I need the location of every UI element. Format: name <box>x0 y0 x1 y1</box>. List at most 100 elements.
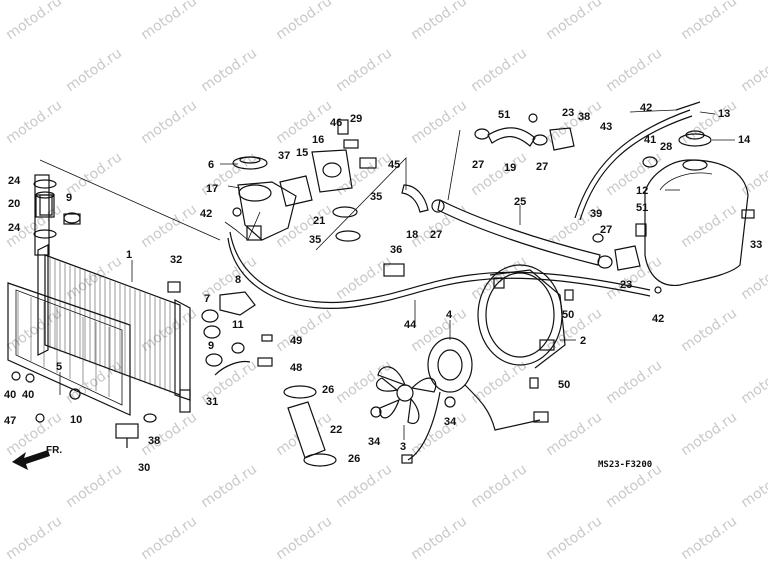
callout-38a: 38 <box>578 111 590 123</box>
watermark-text: motod.ru <box>408 0 470 43</box>
callout-43: 43 <box>600 121 612 133</box>
watermark-text: motod.ru <box>678 305 740 355</box>
watermark-text: motod.ru <box>138 0 200 43</box>
callout-38b: 38 <box>148 435 160 447</box>
callout-23a: 23 <box>562 107 574 119</box>
watermark-text: motod.ru <box>543 0 605 43</box>
callout-13: 13 <box>718 108 730 120</box>
callout-50b: 50 <box>558 379 570 391</box>
callout-35a: 35 <box>370 191 382 203</box>
watermark-text: motod.ru <box>408 305 470 355</box>
watermark-text: motod.ru <box>333 357 395 407</box>
callout-21: 21 <box>313 215 325 227</box>
watermark-text: motod.ru <box>273 513 335 563</box>
reserve-tank <box>635 101 755 294</box>
watermark-text: motod.ru <box>3 513 65 563</box>
callout-1: 1 <box>126 249 132 261</box>
callout-40b: 40 <box>22 389 34 401</box>
callout-9a: 9 <box>66 192 72 204</box>
watermark-text: motod.ru <box>138 201 200 251</box>
callout-20: 20 <box>8 198 20 210</box>
radiator-cap-parts <box>33 179 81 239</box>
callout-27b: 27 <box>536 161 548 173</box>
watermark-text: motod.ru <box>738 461 768 511</box>
watermark-text: motod.ru <box>738 357 768 407</box>
watermark-text: motod.ru <box>678 513 740 563</box>
callout-51a: 51 <box>498 109 510 121</box>
callout-42b: 42 <box>640 102 652 114</box>
watermark-text: motod.ru <box>543 409 605 459</box>
brackets <box>201 291 273 376</box>
upper-hose <box>474 113 575 151</box>
callout-42a: 42 <box>200 208 212 220</box>
callout-51b: 51 <box>636 202 648 214</box>
callout-34a: 34 <box>368 436 381 448</box>
bypass-hose <box>401 184 641 271</box>
callout-31: 31 <box>206 396 218 408</box>
callout-44: 44 <box>404 319 417 331</box>
fan-fasteners <box>370 289 574 418</box>
watermark-text: motod.ru <box>678 0 740 43</box>
watermark-text: motod.ru <box>603 357 665 407</box>
watermark-text: motod.ru <box>3 0 65 43</box>
callout-labels: 1 2 3 4 5 6 7 8 9 9 10 11 12 13 14 15 16… <box>4 102 762 474</box>
bolts-left <box>11 281 191 423</box>
watermark-text: motod.ru <box>678 409 740 459</box>
watermark-text: motod.ru <box>408 97 470 147</box>
callout-10: 10 <box>70 414 82 426</box>
callout-49: 49 <box>290 335 302 347</box>
callout-35b: 35 <box>309 234 321 246</box>
callout-6: 6 <box>208 159 214 171</box>
thermo-switch <box>115 413 157 448</box>
callout-29: 29 <box>350 113 362 125</box>
callout-47: 47 <box>4 415 16 427</box>
watermark-text: motod.ru <box>198 461 260 511</box>
callout-11: 11 <box>232 319 244 331</box>
watermark-text: motod.ru <box>333 149 395 199</box>
radiator-shroud <box>7 282 131 416</box>
callout-23b: 23 <box>620 279 632 291</box>
watermark-text: motod.ru <box>603 45 665 95</box>
watermark-text: motod.ru <box>138 305 200 355</box>
callout-22: 22 <box>330 424 342 436</box>
watermark-text: motod.ru <box>738 45 768 95</box>
fan-shroud <box>477 264 566 369</box>
watermark-text: motod.ru <box>273 97 335 147</box>
diagram-code: MS23-F3200 <box>598 460 652 470</box>
callout-32: 32 <box>170 254 182 266</box>
watermark-text: motod.ru <box>138 97 200 147</box>
watermark-text: motod.ru <box>468 461 530 511</box>
watermark-text: motod.ru <box>408 513 470 563</box>
watermark-text: motod.ru <box>198 45 260 95</box>
siphon-tube <box>574 109 693 221</box>
callout-36: 36 <box>390 244 402 256</box>
callout-26a: 26 <box>322 384 334 396</box>
callout-16: 16 <box>312 134 324 146</box>
watermark-text: motod.ru <box>273 305 335 355</box>
watermark-text: motod.ru <box>3 305 65 355</box>
fan-blade <box>375 366 437 424</box>
callout-45: 45 <box>388 159 400 171</box>
callout-40a: 40 <box>4 389 16 401</box>
callout-8: 8 <box>235 274 241 286</box>
watermark-text: motod.ru <box>738 253 768 303</box>
callout-9b: 9 <box>208 340 214 352</box>
callout-7: 7 <box>204 293 210 305</box>
watermark-text: motod.ru <box>333 253 395 303</box>
callout-39: 39 <box>590 208 602 220</box>
callout-27d: 27 <box>600 224 612 236</box>
watermark-text: motod.ru <box>738 149 768 199</box>
callout-27c: 27 <box>430 229 442 241</box>
lower-hose <box>283 385 337 467</box>
watermark-text: motod.ru <box>63 45 125 95</box>
watermark-text: motod.ru <box>273 201 335 251</box>
callout-4: 4 <box>446 309 453 321</box>
callout-12: 12 <box>636 185 648 197</box>
watermark-text: motod.ru <box>333 461 395 511</box>
callout-30: 30 <box>138 462 150 474</box>
callout-24a: 24 <box>8 175 21 187</box>
callout-26b: 26 <box>348 453 360 465</box>
watermark-text: motod.ru <box>468 149 530 199</box>
